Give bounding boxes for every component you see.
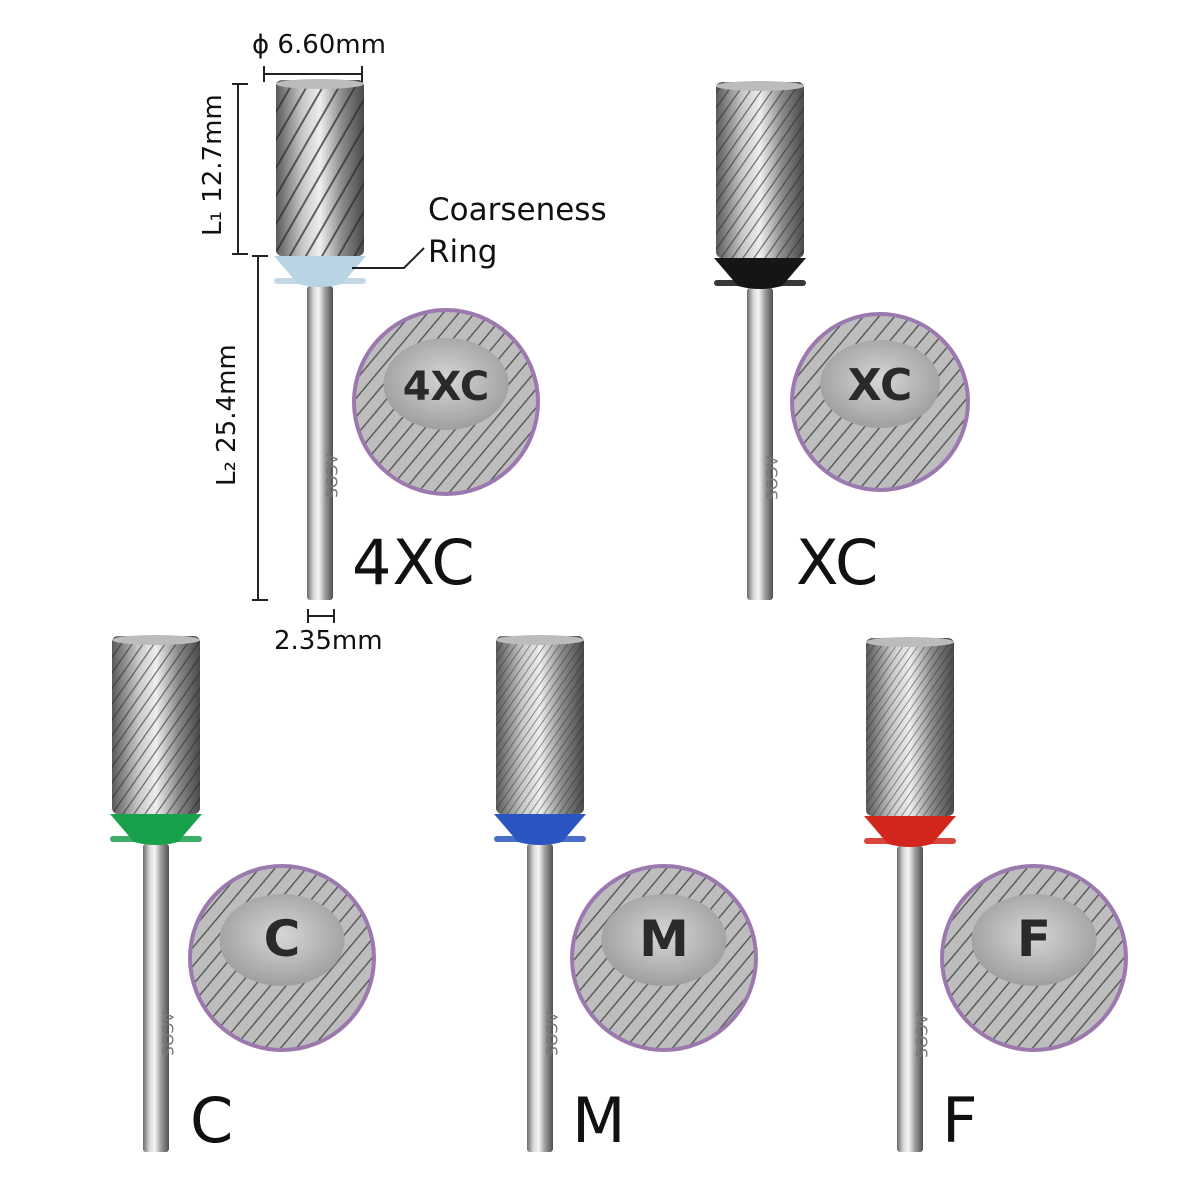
zoom-circle-border-xc [790,312,970,492]
shank-engraving-m: ACOS [542,1012,561,1057]
l2-label: L₂ 25.4mm [212,344,242,486]
ring-rim-4xc [274,278,366,284]
barrel-top-c [112,635,200,645]
shank-m [527,844,553,1152]
zoom-circle-f: F [940,864,1128,1052]
l1-label: L₁ 12.7mm [198,94,228,236]
end-face-xc [820,340,940,428]
end-face-4xc [383,338,509,430]
drill-bit-m: ACOS M [494,635,758,1152]
shank-c [143,844,169,1152]
coarseness-label-line2: Ring [428,234,498,270]
barrel-flutes-c [112,636,200,814]
barrel-flutes-f [866,638,954,816]
barrel-flutes-m [496,636,584,814]
coarseness-label-line1: Coarseness [428,192,607,228]
zoom-circle-xc: XC [790,312,970,492]
ring-rim-f [864,838,956,844]
engraving-text-xc: XC [848,360,913,411]
ring-rim-xc [714,280,806,286]
shank-diameter-label: 2.35mm [274,626,383,656]
zoom-circle-border-4xc [352,308,540,496]
shank-engraving-c: ACOS [158,1012,177,1057]
dimension-lines [232,66,425,623]
drill-bit-xc: ACOS XC [714,81,970,600]
ring-rim-c [110,836,202,842]
grade-label-f: F [942,1084,979,1157]
engraving-text-f: F [1017,910,1051,968]
grade-label-m: M [572,1084,627,1157]
end-face-c [219,894,345,986]
zoom-circle-c: C [188,864,376,1052]
shank-engraving-xc: ACOS [762,456,781,501]
barrel-top-m [496,635,584,645]
barrel-top-4xc [276,79,364,89]
zoom-circle-border-m [570,864,758,1052]
drill-bit-4xc: ACOS 4XC [274,79,540,600]
zoom-circle-border-c [188,864,376,1052]
grade-label-4xc: 4XC [352,526,476,599]
barrel-flutes-xc [716,82,804,258]
grade-label-xc: XC [796,526,880,599]
drill-bit-f: ACOS F [864,637,1128,1152]
shank-f [897,846,923,1152]
end-face-m [601,894,727,986]
zoom-circle-4xc: 4XC [352,308,540,496]
shank-engraving-f: ACOS [912,1014,931,1059]
diameter-label: ϕ 6.60mm [252,30,386,60]
engraving-text-m: M [639,910,689,968]
ring-rim-m [494,836,586,842]
grade-label-c: C [190,1084,235,1157]
shank-xc [747,288,773,600]
shank-engraving-4xc: ACOS [322,454,341,499]
barrel-top-xc [716,81,804,91]
end-face-f [971,894,1097,986]
drill-bit-c: ACOS C [110,635,376,1152]
engraving-text-4xc: 4XC [403,364,490,410]
barrel-flutes-4xc [276,80,364,256]
zoom-circle-m: M [570,864,758,1052]
engraving-text-c: C [264,910,301,968]
zoom-circle-border-f [940,864,1128,1052]
barrel-top-f [866,637,954,647]
shank-4xc [307,286,333,600]
